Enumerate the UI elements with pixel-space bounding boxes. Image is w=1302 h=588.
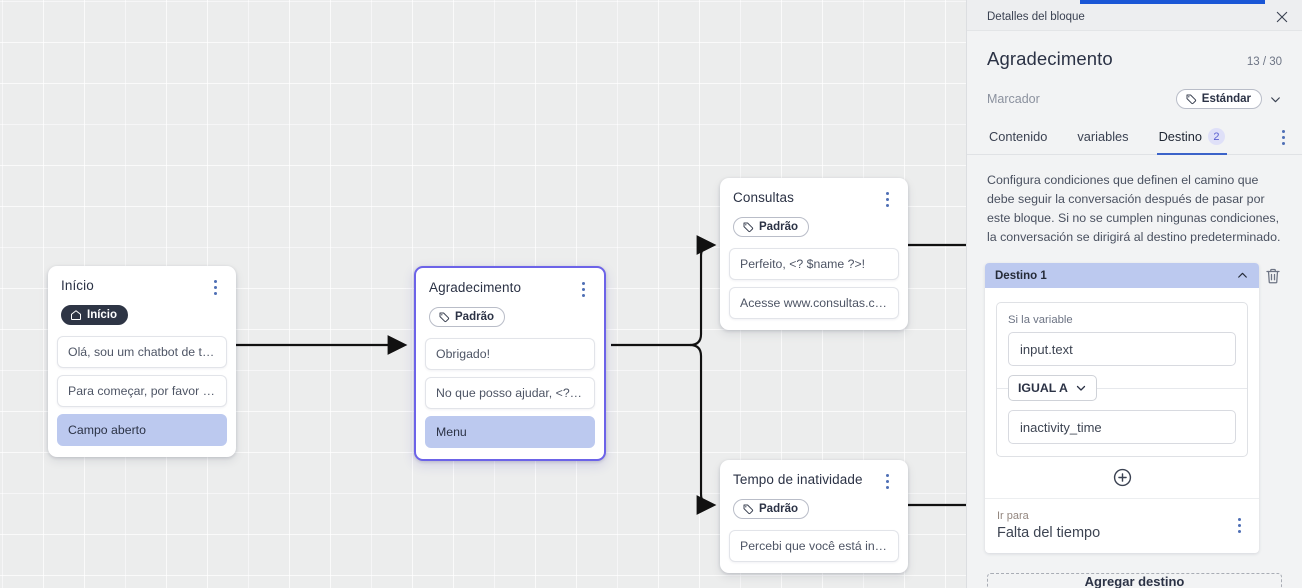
goto-value: Falta del tiempo <box>997 525 1101 541</box>
char-counter: 13 / 30 <box>1246 56 1282 68</box>
node-tag-badge[interactable]: Padrão <box>429 307 505 327</box>
node-kebab-menu-icon[interactable] <box>207 278 223 296</box>
close-icon[interactable] <box>1273 8 1291 26</box>
tabs-kebab-menu-icon[interactable] <box>1275 123 1291 153</box>
panel-bar-title: Detalles del bloque <box>987 11 1085 23</box>
node-kebab-menu-icon[interactable] <box>879 472 895 490</box>
marker-value-label: Estándar <box>1201 93 1251 105</box>
block-title-row: Agradecimento 13 / 30 <box>967 31 1302 70</box>
destination-card-wrap: Destino 1 Si la variable input.text IGUA… <box>967 247 1302 553</box>
variable-field[interactable]: input.text <box>1008 332 1236 366</box>
block-details-panel: Detalles del bloque Agradecimento 13 / 3… <box>966 0 1302 588</box>
tab-label: Destino <box>1158 129 1202 144</box>
node-title: Tempo de inatividade <box>733 472 863 487</box>
condition-label: Si la variable <box>1008 314 1073 326</box>
operator-row: IGUAL A <box>997 375 1247 401</box>
flow-canvas[interactable]: Início Início Olá, sou um chatbot de tes… <box>0 0 966 588</box>
node-item[interactable]: Menu <box>425 416 595 448</box>
plus-circle-icon[interactable] <box>1113 468 1132 487</box>
node-tag-badge[interactable]: Padrão <box>733 217 809 237</box>
node-header: Início Início <box>48 266 236 336</box>
tag-icon <box>743 222 754 233</box>
node-item[interactable]: Campo aberto <box>57 414 227 446</box>
tag-icon <box>1186 94 1196 105</box>
top-progress-strip <box>967 0 1302 4</box>
destination-header-label: Destino 1 <box>995 269 1047 282</box>
node-kebab-menu-icon[interactable] <box>879 190 895 208</box>
node-item[interactable]: Acesse www.consultas.com par... <box>729 287 899 319</box>
node-inicio[interactable]: Início Início Olá, sou um chatbot de tes… <box>48 266 236 457</box>
node-tag-label: Padrão <box>759 221 798 233</box>
node-agradecimento[interactable]: Agradecimento Padrão Obrigado! No que po… <box>414 266 606 461</box>
node-header: Agradecimento Padrão <box>416 268 604 338</box>
node-tag-label: Início <box>87 309 118 321</box>
tab-variables[interactable]: variables <box>1075 122 1130 153</box>
top-progress-fill <box>1080 0 1265 4</box>
chevron-down-icon <box>1076 385 1086 391</box>
node-tag-badge[interactable]: Padrão <box>733 499 809 519</box>
destination-description: Configura condiciones que definen el cam… <box>987 173 1281 244</box>
node-items: Perfeito, <? $name ?>! Acesse www.consul… <box>720 248 908 330</box>
node-items: Obrigado! No que posso ajudar, <? $name … <box>416 338 604 459</box>
tag-icon <box>439 312 450 323</box>
chevron-up-icon[interactable] <box>1236 269 1249 282</box>
add-destination-button[interactable]: Agregar destino <box>987 573 1282 588</box>
node-title: Início <box>61 278 94 293</box>
marker-value-badge[interactable]: Estándar <box>1175 89 1262 109</box>
node-item[interactable]: Para começar, por favor digite o ... <box>57 375 227 407</box>
destination-card: Destino 1 Si la variable input.text IGUA… <box>985 263 1259 553</box>
edge-agradecimento-consultas <box>689 235 717 347</box>
chevron-down-icon[interactable] <box>1269 93 1282 106</box>
page-title: Agradecimento <box>987 48 1113 69</box>
node-tag-label: Padrão <box>455 311 494 323</box>
goto-kebab-menu-icon[interactable] <box>1231 516 1247 534</box>
node-title: Agradecimento <box>429 280 522 295</box>
tab-contenido[interactable]: Contenido <box>987 122 1049 153</box>
tab-badge-count: 2 <box>1207 128 1225 145</box>
node-item[interactable]: Obrigado! <box>425 338 595 370</box>
panel-tabs: Contenido variables Destino 2 <box>967 121 1302 155</box>
node-tag-badge[interactable]: Início <box>61 305 129 325</box>
node-header: Tempo de inatividade Padrão <box>720 460 908 530</box>
tab-label: variables <box>1077 129 1129 144</box>
node-consultas[interactable]: Consultas Padrão Perfeito, <? $name ?>! … <box>720 178 908 330</box>
compare-value-field[interactable]: inactivity_time <box>1008 410 1236 444</box>
operator-label: IGUAL A <box>1018 381 1068 395</box>
node-tempo-de-inatividade[interactable]: Tempo de inatividade Padrão Percebi que … <box>720 460 908 573</box>
tag-icon <box>743 504 754 515</box>
goto-label: Ir para <box>997 510 1029 522</box>
node-tag-label: Padrão <box>759 503 798 515</box>
goto-row[interactable]: Ir para Falta del tiempo <box>985 498 1259 553</box>
tab-destino[interactable]: Destino 2 <box>1156 121 1227 155</box>
home-icon <box>71 310 81 320</box>
node-kebab-menu-icon[interactable] <box>575 280 591 298</box>
panel-body: Agradecimento 13 / 30 Marcador Estándar <box>967 31 1302 588</box>
add-condition-row <box>985 457 1259 498</box>
node-item[interactable]: Perfeito, <? $name ?>! <box>729 248 899 280</box>
edge-agradecimento-tempo <box>689 343 717 515</box>
destination-header[interactable]: Destino 1 <box>985 263 1259 288</box>
node-header: Consultas Padrão <box>720 178 908 248</box>
marker-label: Marcador <box>987 92 1040 106</box>
tab-label: Contenido <box>989 129 1048 144</box>
node-title: Consultas <box>733 190 794 205</box>
node-item[interactable]: No que posso ajudar, <? $name ... <box>425 377 595 409</box>
node-item[interactable]: Olá, sou um chatbot de teste! <box>57 336 227 368</box>
panel-title-bar: Detalles del bloque <box>967 4 1302 31</box>
trash-icon[interactable] <box>1264 266 1282 286</box>
marker-row: Marcador Estándar <box>967 80 1302 109</box>
node-items: Percebi que você está inativo. C... <box>720 530 908 573</box>
node-item[interactable]: Percebi que você está inativo. C... <box>729 530 899 562</box>
condition-box: Si la variable input.text IGUAL A inacti… <box>996 302 1248 457</box>
node-items: Olá, sou um chatbot de teste! Para começ… <box>48 336 236 457</box>
flow-edges <box>236 235 966 515</box>
operator-select[interactable]: IGUAL A <box>1008 375 1097 401</box>
